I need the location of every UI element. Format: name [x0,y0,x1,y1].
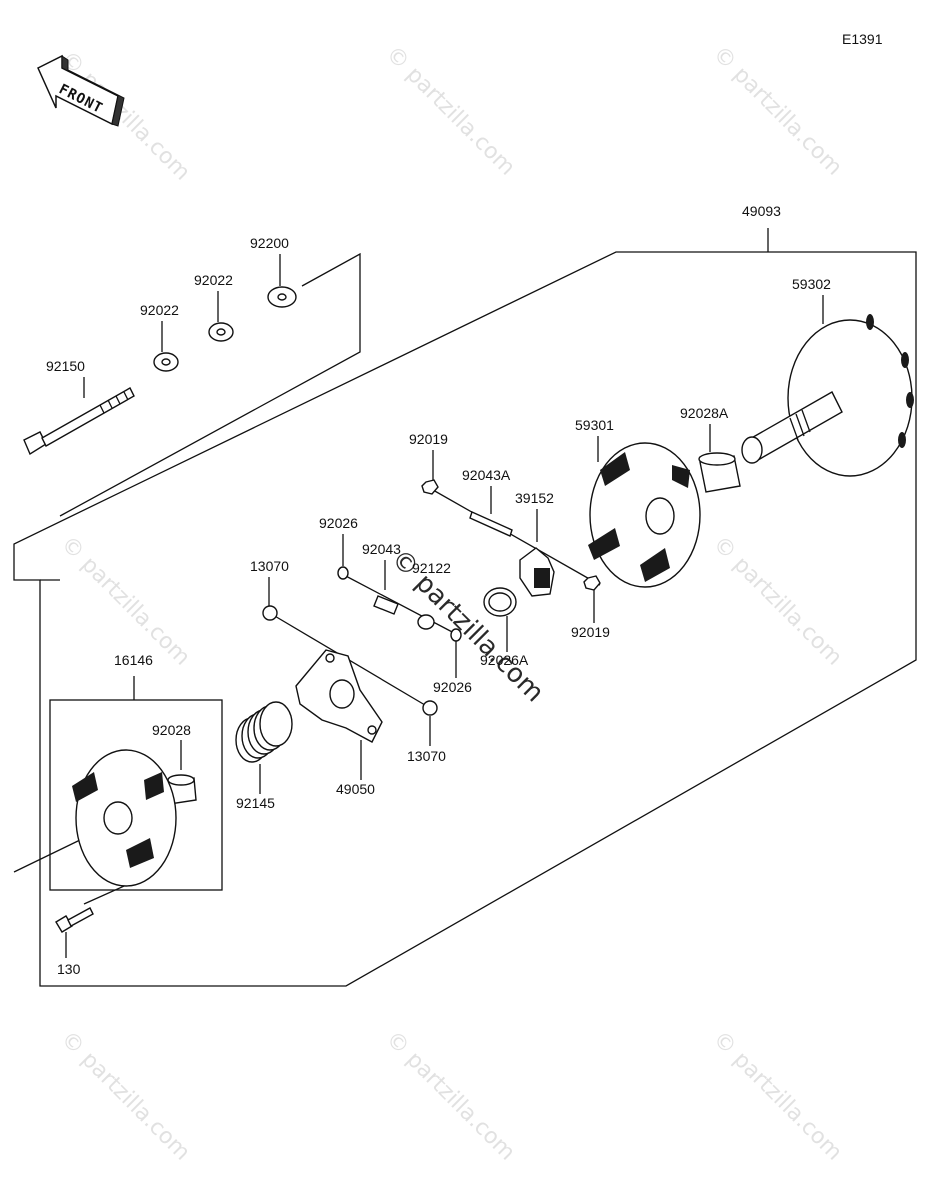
watermark-text: © partzilla.com [56,47,195,186]
label-16146[interactable]: 16146 [114,652,153,668]
movable-sheave-59301-icon [588,442,701,588]
washer-92026-upper-icon [337,566,349,580]
cover-16146-icon [72,749,177,887]
watermark-text: © partzilla.com [708,532,847,671]
watermark-text: © partzilla.com [708,1027,847,1166]
label-92026A[interactable]: 92026A [480,652,529,668]
bolt-130-icon [55,907,94,933]
label-92022-upper[interactable]: 92022 [194,272,233,288]
part-labels: 49093 59302 92200 92022 92022 92150 9201… [46,203,831,977]
washer-92022-lower-icon [153,352,179,372]
label-49050[interactable]: 49050 [336,781,375,797]
label-92026-lower[interactable]: 92026 [433,679,472,695]
pin-92043-icon [373,595,399,615]
nut-92019-lower-icon [583,575,601,591]
nut-92019-upper-icon [421,479,439,495]
watermark-text: © partzilla.com [381,42,520,181]
weight-39152-icon [519,547,555,597]
spider-49050-icon [295,649,383,743]
label-13070-lower[interactable]: 13070 [407,748,446,764]
washer-92022-upper-icon [208,322,234,342]
bolt-92150-icon [23,387,135,456]
subassembly-box-16146 [49,699,223,891]
label-92145[interactable]: 92145 [236,795,275,811]
watermark-text: © partzilla.com [708,42,847,181]
watermark-text: © partzilla.com [381,1027,520,1166]
diagram-code: E1391 [842,31,883,47]
label-92043A[interactable]: 92043A [462,467,511,483]
label-92019-lower[interactable]: 92019 [571,624,610,640]
label-92122[interactable]: 92122 [412,560,451,576]
spring-92145-icon [235,701,293,763]
bushing-13070-upper-icon [262,605,278,621]
label-13070-upper[interactable]: 13070 [250,558,289,574]
pin-92043A-icon [469,511,513,537]
watermark-text: © partzilla.com [56,1027,195,1166]
washer-92026-lower-icon [450,628,462,642]
bushing-92028A-icon [698,452,741,493]
label-59301[interactable]: 59301 [575,417,614,433]
label-92026-upper[interactable]: 92026 [319,515,358,531]
label-92028A[interactable]: 92028A [680,405,729,421]
washer-92200-icon [267,286,297,308]
front-arrow-icon: FRONT [37,54,125,127]
washer-group-bracket [59,252,361,517]
watermark-text: © partzilla.com [56,532,195,671]
watermarks: © partzilla.com © partzilla.com © partzi… [56,42,847,1166]
roller-92122-icon [417,614,435,630]
label-92028[interactable]: 92028 [152,722,191,738]
label-49093[interactable]: 49093 [742,203,781,219]
ring-92026A-icon [483,587,517,617]
label-130[interactable]: 130 [57,961,81,977]
label-92150[interactable]: 92150 [46,358,85,374]
label-92043[interactable]: 92043 [362,541,401,557]
leader-lines [13,254,824,958]
bushing-92028-icon [167,774,197,805]
label-59302[interactable]: 59302 [792,276,831,292]
fixed-sheave-59302-icon [741,314,914,477]
label-92019-upper[interactable]: 92019 [409,431,448,447]
label-39152[interactable]: 39152 [515,490,554,506]
label-92200[interactable]: 92200 [250,235,289,251]
label-92022-lower[interactable]: 92022 [140,302,179,318]
assembly-frame-49093 [13,228,917,987]
bushing-13070-lower-icon [422,700,438,716]
